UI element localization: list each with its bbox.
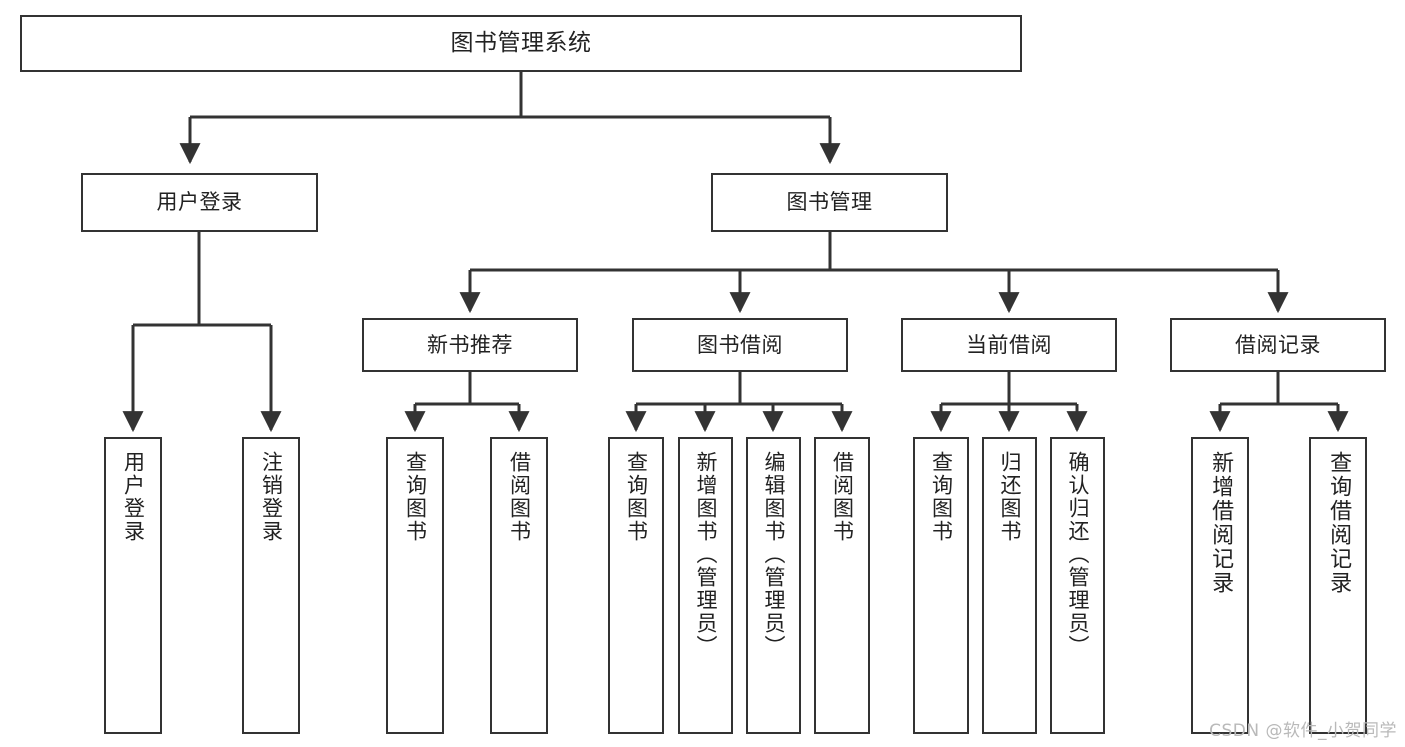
node-leaf-user-login-label: 用户登录	[121, 451, 146, 543]
node-leaf-edit-book[interactable]: 编辑图书（管理员）	[746, 437, 801, 734]
node-leaf-return-book[interactable]: 归还图书	[982, 437, 1037, 734]
node-leaf-borrow-book-1-label: 借阅图书	[507, 451, 532, 543]
node-leaf-user-login[interactable]: 用户登录	[104, 437, 162, 734]
node-borrow-record-label: 借阅记录	[1235, 332, 1321, 357]
node-leaf-borrow-book-1[interactable]: 借阅图书	[490, 437, 548, 734]
node-leaf-query-record[interactable]: 查询借阅记录	[1309, 437, 1367, 734]
node-leaf-return-book-label: 归还图书	[998, 451, 1023, 543]
node-user-login[interactable]: 用户登录	[81, 173, 318, 232]
node-book-manage-label: 图书管理	[786, 190, 873, 215]
node-leaf-add-book[interactable]: 新增图书（管理员）	[678, 437, 733, 734]
node-borrow-record[interactable]: 借阅记录	[1170, 318, 1386, 372]
node-leaf-logout[interactable]: 注销登录	[242, 437, 300, 734]
node-leaf-confirm-return[interactable]: 确认归还（管理员）	[1050, 437, 1105, 734]
node-leaf-query-book-3[interactable]: 查询图书	[913, 437, 969, 734]
node-book-borrow-label: 图书借阅	[697, 332, 783, 357]
node-leaf-query-book-2[interactable]: 查询图书	[608, 437, 664, 734]
node-leaf-query-book-1-label: 查询图书	[403, 451, 428, 543]
node-root[interactable]: 图书管理系统	[20, 15, 1022, 72]
node-current-borrow-label: 当前借阅	[966, 332, 1052, 357]
csdn-watermark: CSDN @软件_小贺同学	[1209, 721, 1397, 741]
node-user-login-label: 用户登录	[156, 190, 243, 215]
node-new-book-rec[interactable]: 新书推荐	[362, 318, 578, 372]
node-leaf-borrow-book-2-label: 借阅图书	[830, 451, 855, 543]
node-root-label: 图书管理系统	[450, 29, 592, 56]
node-leaf-add-book-label: 新增图书（管理员）	[694, 451, 719, 658]
node-leaf-query-book-3-label: 查询图书	[929, 451, 954, 543]
node-leaf-add-record-label: 新增借阅记录	[1208, 451, 1234, 595]
node-leaf-confirm-return-label: 确认归还（管理员）	[1066, 451, 1091, 658]
node-leaf-query-book-2-label: 查询图书	[624, 451, 649, 543]
node-leaf-query-record-label: 查询借阅记录	[1326, 451, 1352, 595]
node-leaf-query-book-1[interactable]: 查询图书	[386, 437, 444, 734]
node-leaf-edit-book-label: 编辑图书（管理员）	[762, 451, 787, 658]
node-book-borrow[interactable]: 图书借阅	[632, 318, 848, 372]
node-book-manage[interactable]: 图书管理	[711, 173, 948, 232]
node-current-borrow[interactable]: 当前借阅	[901, 318, 1117, 372]
node-leaf-borrow-book-2[interactable]: 借阅图书	[814, 437, 870, 734]
node-leaf-add-record[interactable]: 新增借阅记录	[1191, 437, 1249, 734]
node-new-book-rec-label: 新书推荐	[427, 332, 513, 357]
node-leaf-logout-label: 注销登录	[259, 451, 284, 543]
